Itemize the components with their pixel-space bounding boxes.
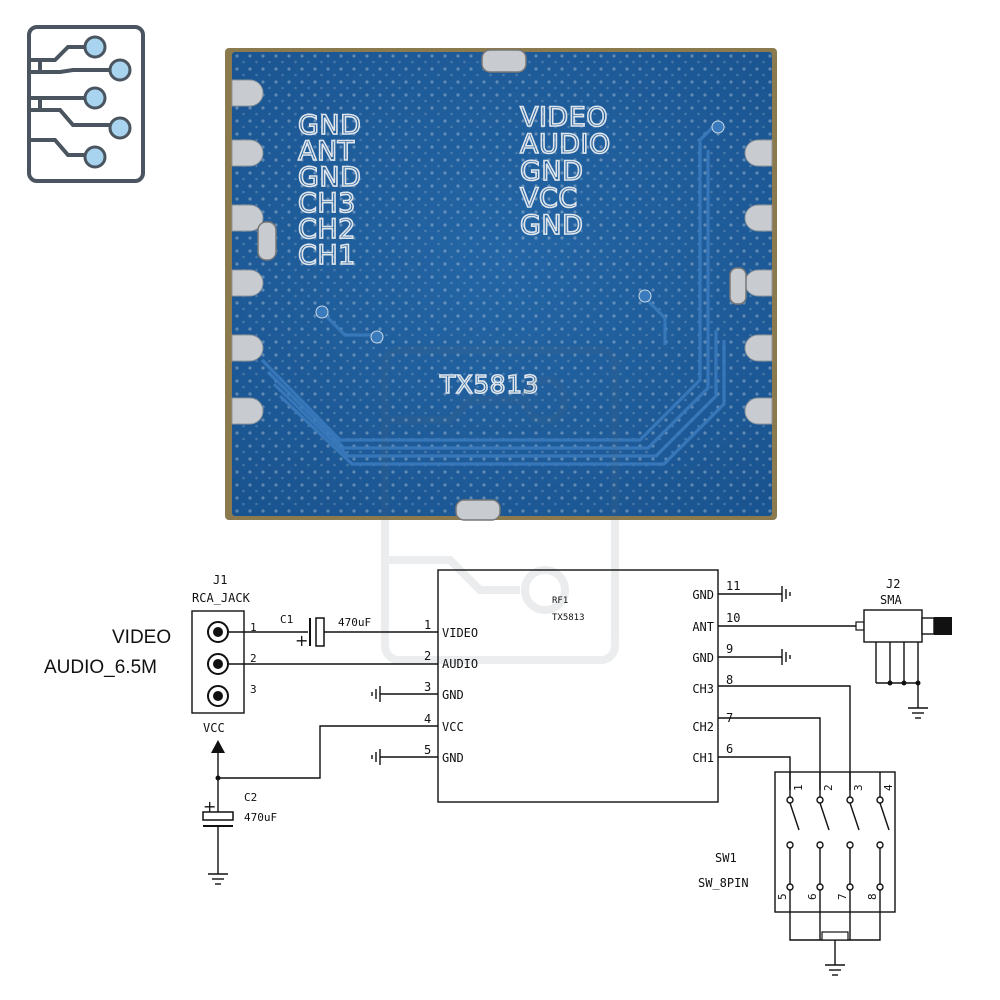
ic-left-pin-num: 4	[424, 712, 431, 726]
j1-value: RCA_JACK	[192, 591, 251, 605]
c1-value: 470uF	[338, 616, 371, 629]
c1-capacitor: +	[295, 617, 325, 650]
audio-signal-label: AUDIO_6.5M	[44, 657, 157, 678]
pcb-left-label: CH2	[298, 214, 356, 245]
ic-right-pin-num: 8	[726, 673, 733, 687]
ic-left-pin-name: VCC	[442, 720, 464, 734]
c1-ref: C1	[280, 613, 293, 626]
j1-pin-3: 3	[250, 683, 257, 696]
c2-ref: C2	[244, 791, 257, 804]
j1-pin-2: 2	[250, 652, 257, 665]
left-pads	[231, 79, 264, 425]
sw1-body	[774, 771, 896, 913]
sw1-bottom-pin: 8	[866, 893, 879, 900]
j2-sma-connector	[855, 609, 952, 719]
pcb-right-label: GND	[520, 156, 583, 187]
sw1-value: SW_8PIN	[698, 876, 749, 890]
sw1-pins: 1 5 2 6 3 7 4 8	[776, 772, 895, 912]
video-signal-label: VIDEO	[112, 627, 171, 648]
rf1-ic-body	[437, 569, 719, 803]
sw1-top-pin: 3	[852, 784, 865, 791]
sw1-bottom-pin: 6	[806, 893, 819, 900]
ic-left-pin-num: 2	[424, 649, 431, 663]
ic-right-pin-name: GND	[692, 651, 714, 665]
rf1-ref: RF1	[552, 596, 568, 606]
sw1-bottom-pin: 7	[836, 893, 849, 900]
pcb-right-label: AUDIO	[520, 129, 611, 160]
ic-right-pin-num: 6	[726, 742, 733, 756]
ic-left-pin-name: GND	[442, 688, 464, 702]
ic-right-pin-num: 10	[726, 611, 740, 625]
c2-value: 470uF	[244, 811, 277, 824]
sw1-top-pin: 1	[792, 784, 805, 791]
sw1-ref: SW1	[715, 851, 737, 865]
sw1-top-pin: 2	[822, 784, 835, 791]
pcb-left-label: CH3	[298, 188, 356, 219]
pcb-right-label: GND	[520, 210, 583, 241]
sw1-top-pin: 4	[882, 784, 895, 791]
ground-symbol	[208, 873, 228, 885]
ic-left-pin-name: GND	[442, 751, 464, 765]
pcb-left-label: CH1	[298, 240, 356, 271]
j2-ref: J2	[886, 577, 900, 591]
ic-right-pin-num: 9	[726, 642, 733, 656]
ic-left-pin-num: 1	[424, 618, 431, 632]
circuit-board-icon	[27, 25, 145, 183]
sw1-bottom-pin: 5	[776, 893, 789, 900]
pcb-left-label: ANT	[298, 136, 355, 167]
rf1-part: TX5813	[552, 613, 585, 623]
pcb-right-label: VCC	[520, 183, 578, 214]
j1-vcc-label: VCC	[203, 721, 225, 735]
ic-right-pin-name: ANT	[692, 620, 714, 634]
ic-left-pin-name: AUDIO	[442, 657, 478, 671]
pcb-chip-label: TX5813	[439, 370, 539, 399]
pcb-right-label: VIDEO	[520, 102, 608, 133]
ic-left-pin-num: 5	[424, 743, 431, 757]
ic-right-pin-name: CH3	[692, 682, 714, 696]
pcb-left-label: GND	[298, 162, 361, 193]
j1-pin-1: 1	[250, 621, 257, 634]
svg-text:+: +	[203, 797, 216, 816]
ic-left-pin-name: VIDEO	[442, 626, 478, 640]
ic-right-pin-num: 11	[726, 579, 740, 593]
j1-ref: J1	[213, 573, 227, 587]
ic-right-pin-name: CH1	[692, 751, 714, 765]
j2-value: SMA	[880, 593, 902, 607]
schematic: J1 RCA_JACK 1 2 3 VCC VIDEO AUDIO_6.5M +…	[44, 569, 952, 976]
pcb-left-label: GND	[298, 110, 361, 141]
watermark-icon	[381, 346, 619, 664]
svg-text:+: +	[295, 631, 308, 650]
ic-right-pin-name: CH2	[692, 720, 714, 734]
ic-left-pin-num: 3	[424, 680, 431, 694]
right-pads	[744, 139, 773, 425]
ic-right-pin-name: GND	[692, 588, 714, 602]
